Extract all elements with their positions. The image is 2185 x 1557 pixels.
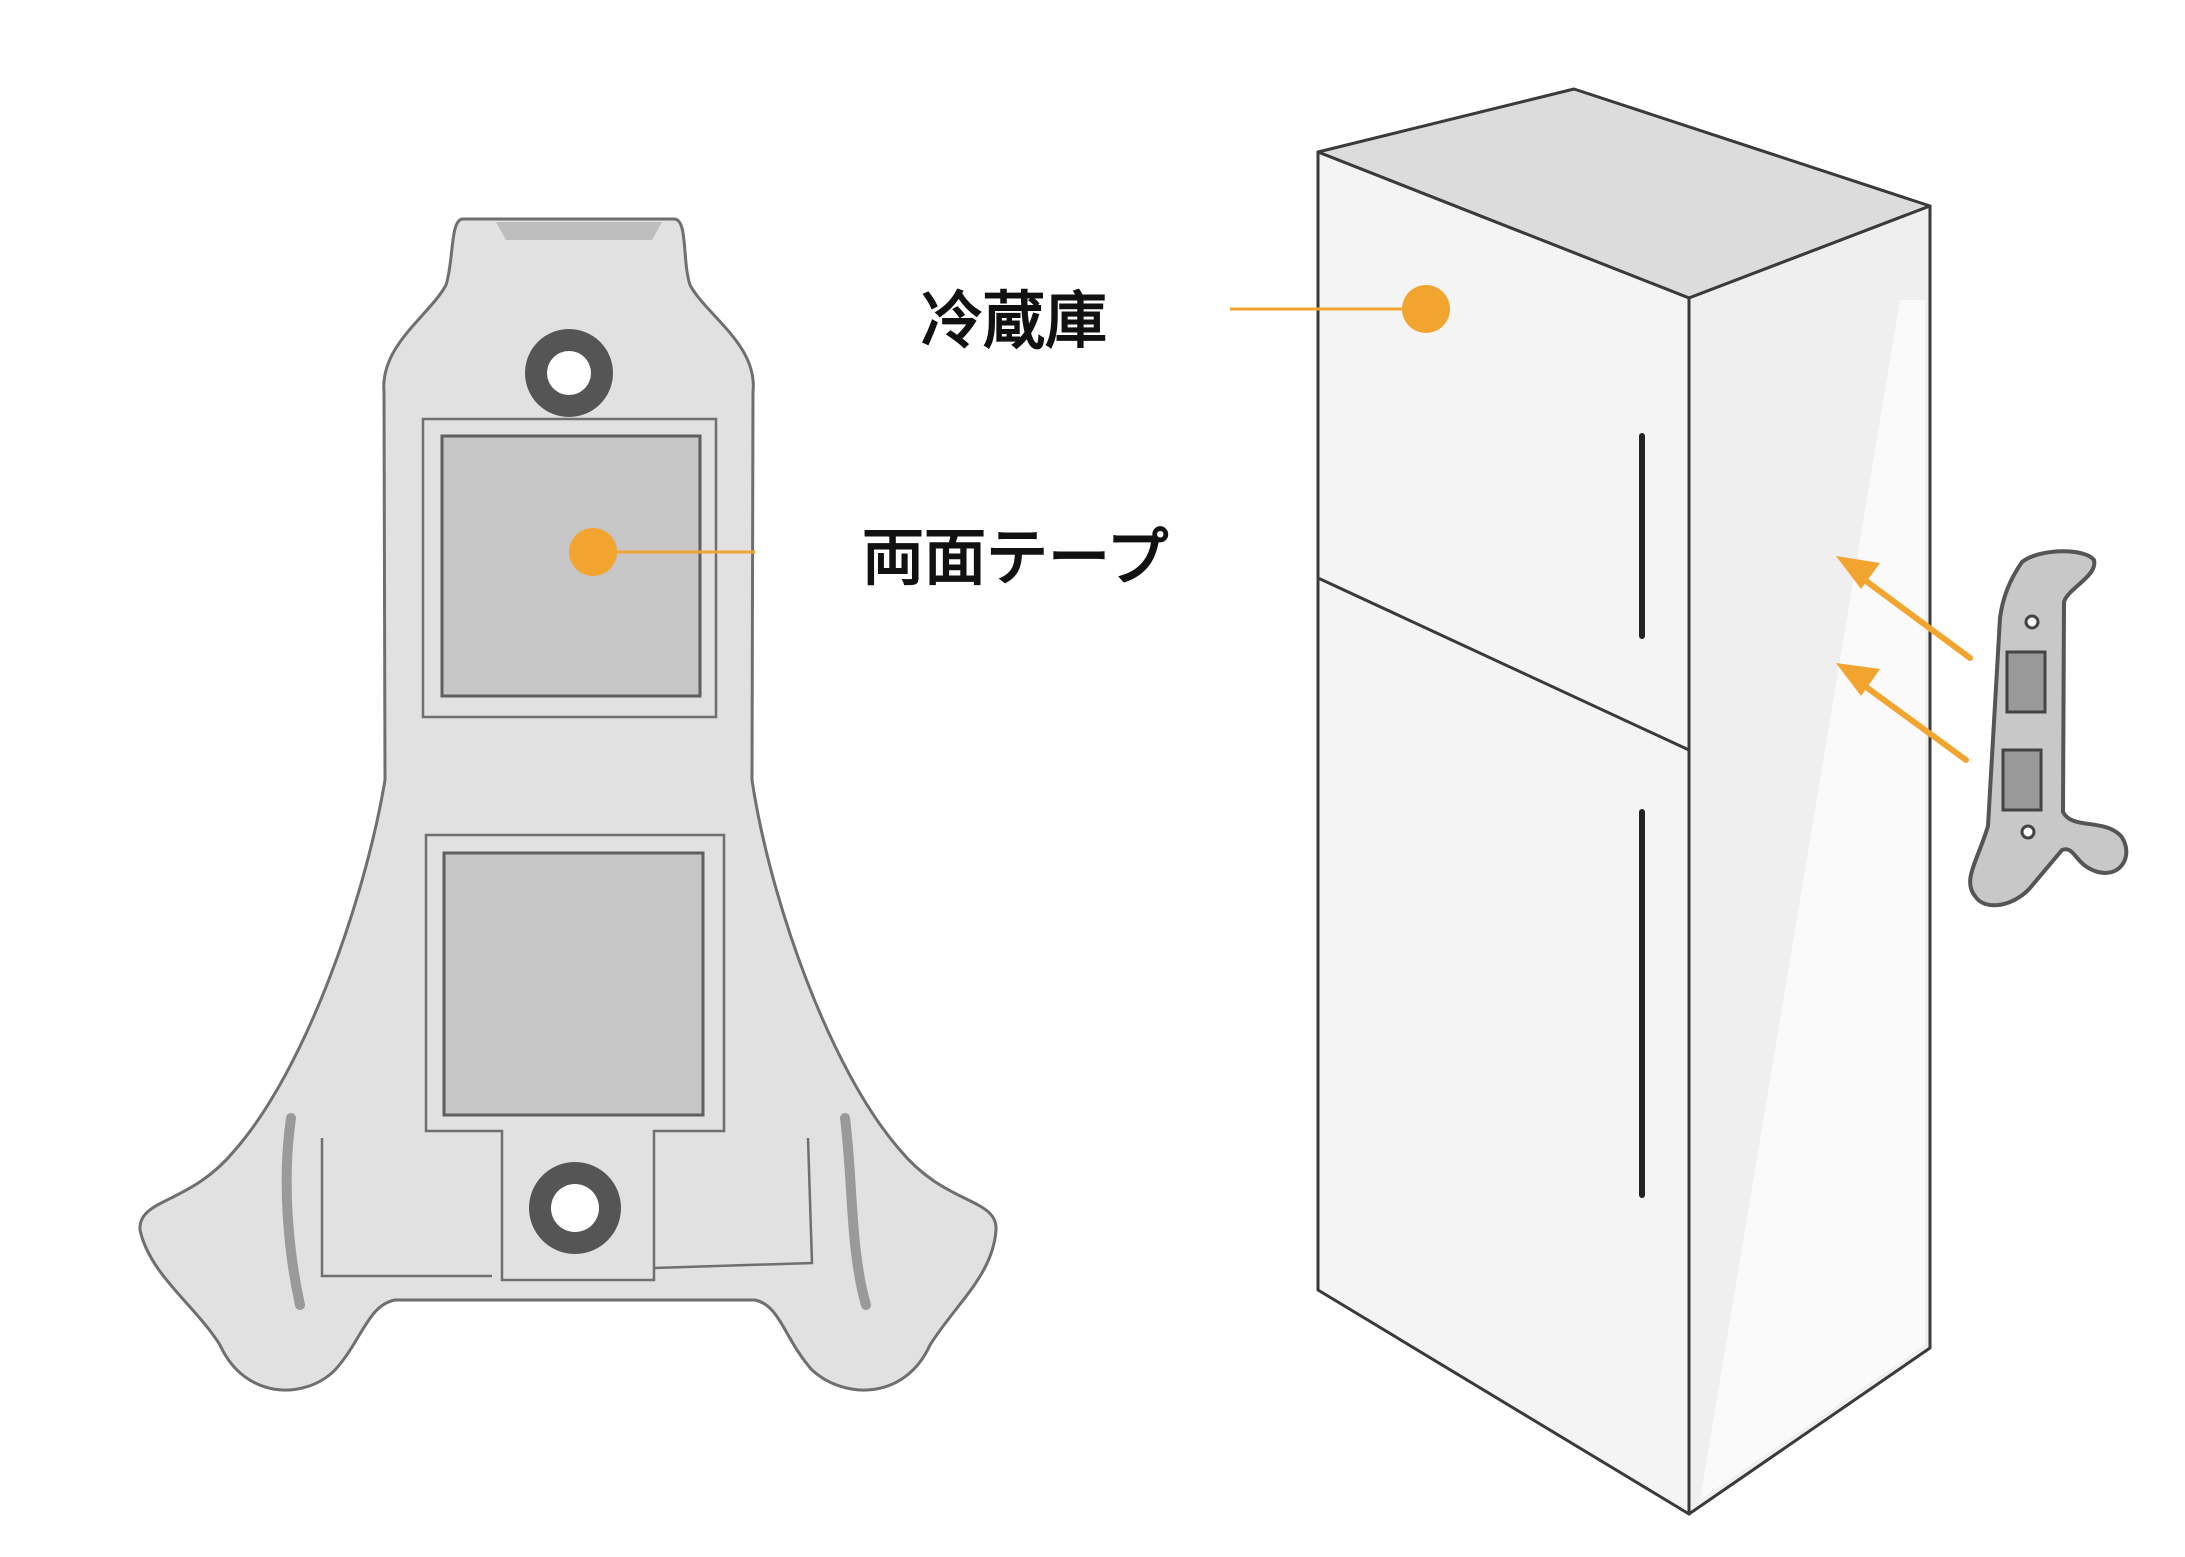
tape-pad-upper-frame <box>421 417 718 719</box>
bracket-inner-line-right <box>653 1137 814 1270</box>
refrigerator-illustration <box>1230 87 1932 1516</box>
tape-pad-lower-frame <box>424 833 726 1282</box>
bracket-attach-thumbnail <box>1968 549 2129 908</box>
bracket-back-view <box>138 217 998 1392</box>
tape-pad-upper <box>440 434 702 698</box>
bracket-right-rib <box>840 1113 871 1310</box>
bracket-top-slot <box>496 222 662 240</box>
mini-tape-pad-lower <box>2001 748 2043 812</box>
mini-screw-hole-top <box>2024 614 2040 630</box>
bracket-inner-line-left <box>320 1138 492 1278</box>
fridge-callout-dot <box>1402 285 1450 333</box>
screw-hole-top <box>525 329 613 417</box>
mini-bracket-body <box>1968 549 2129 908</box>
tape-callout-dot <box>569 528 617 576</box>
fridge-side-highlight <box>1700 300 1925 1500</box>
screw-hole-bottom <box>529 1162 621 1254</box>
mini-screw-hole-bottom <box>2020 824 2036 840</box>
fridge-door-split <box>1317 576 1690 752</box>
mini-tape-pad-upper <box>2005 650 2047 714</box>
tape-pad-lower <box>442 851 705 1117</box>
fridge-front-face <box>1316 150 1691 1516</box>
bracket-left-rib <box>281 1113 305 1310</box>
attach-arrows <box>1836 556 1973 763</box>
attach-arrow-lower <box>1836 663 1969 763</box>
attach-arrow-upper <box>1836 556 1973 661</box>
bracket-body <box>138 217 998 1392</box>
tape-label: 両面テープ <box>862 521 1169 594</box>
refrigerator-label: 冷蔵庫 <box>921 284 1108 357</box>
